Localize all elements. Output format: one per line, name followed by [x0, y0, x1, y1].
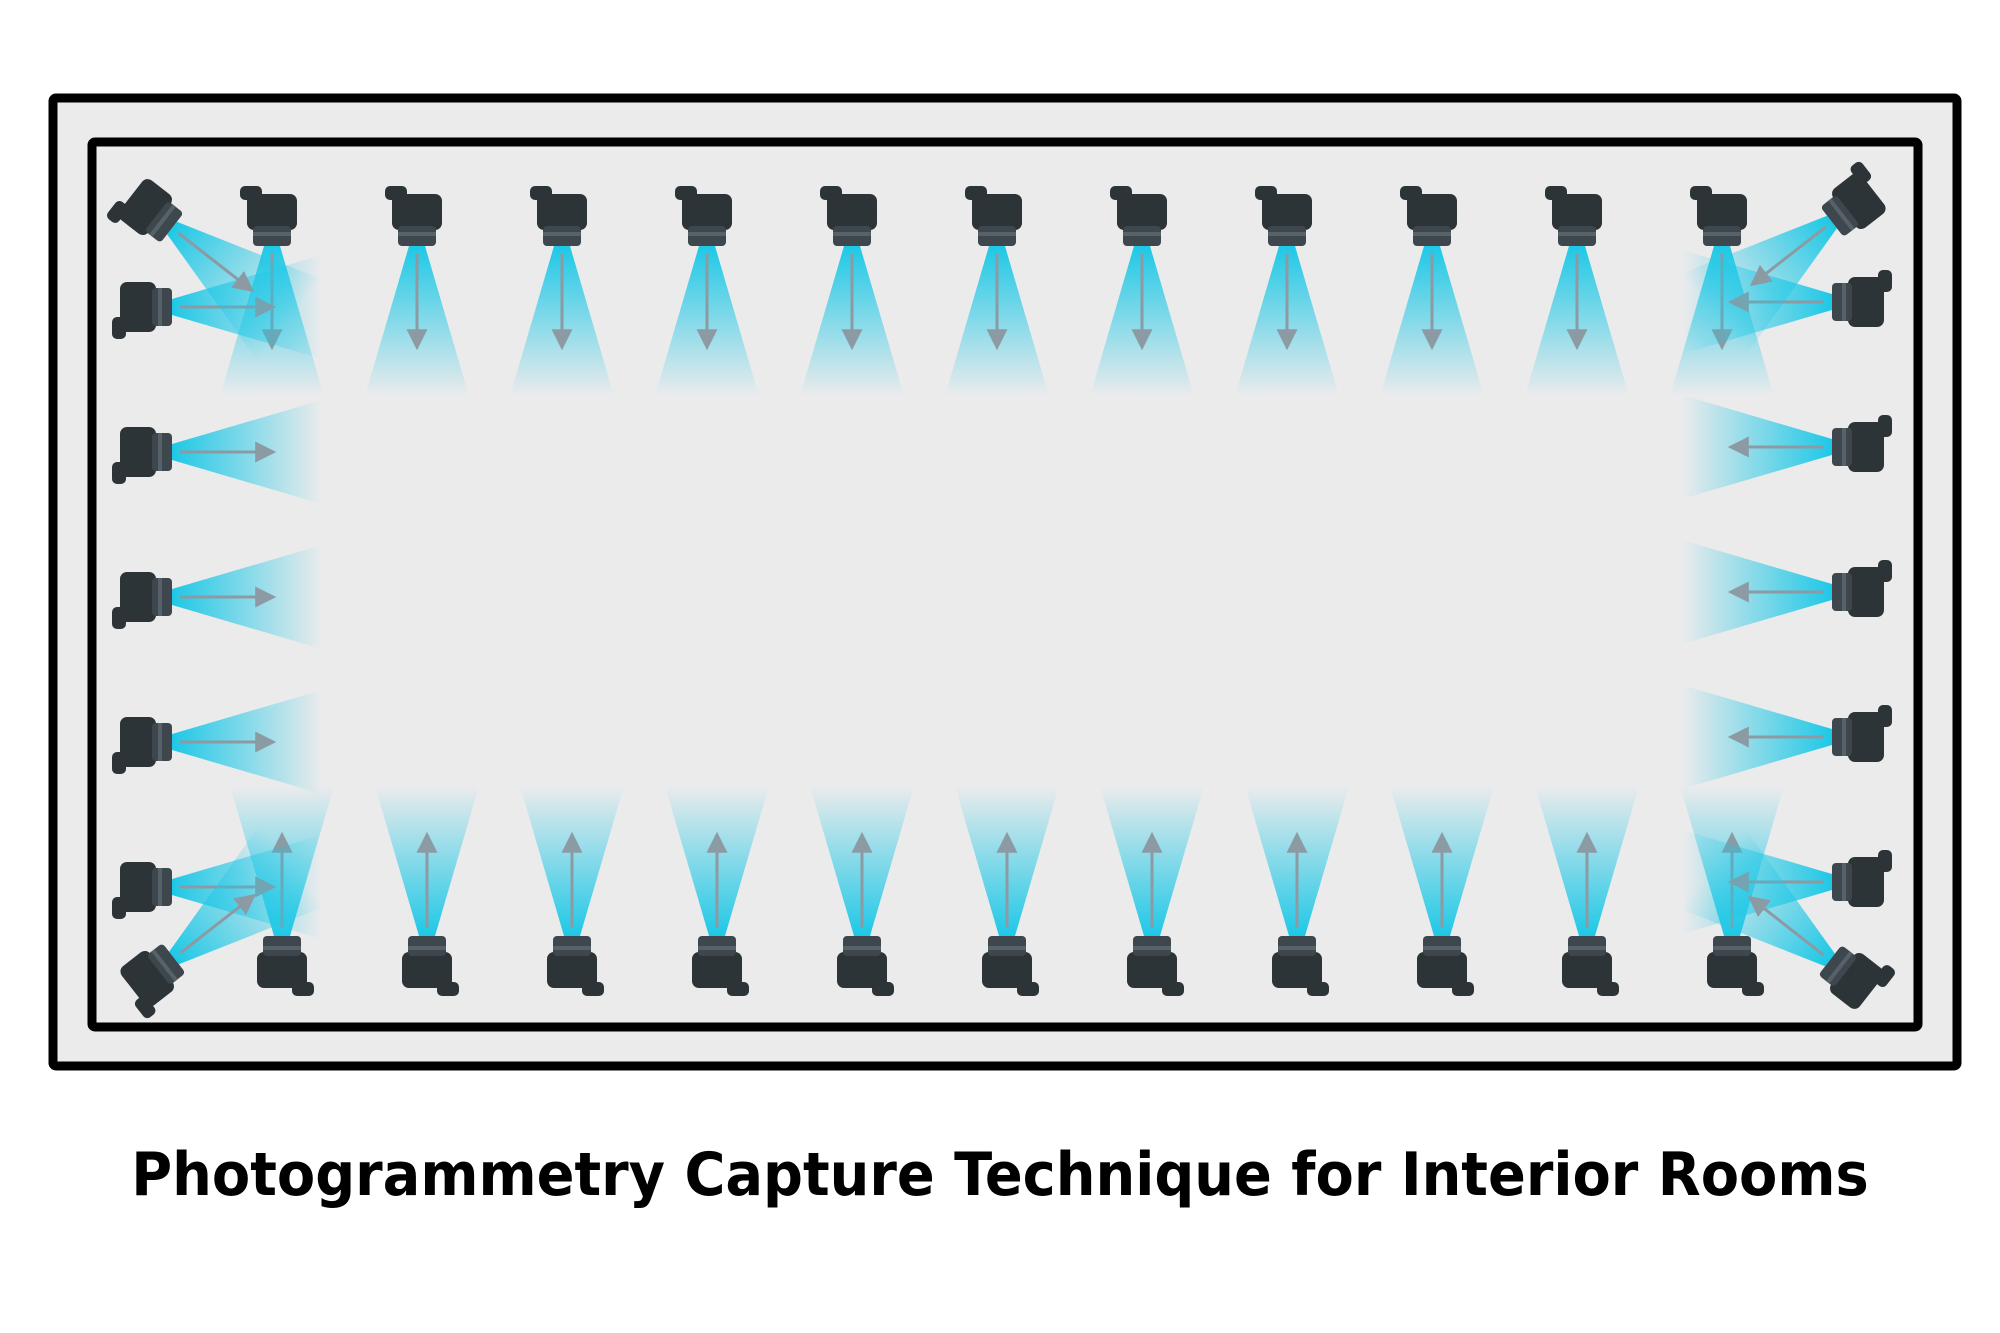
camera-icon — [1832, 560, 1892, 617]
camera-icon — [1255, 186, 1312, 246]
camera-left-3 — [112, 545, 322, 649]
camera-top-8 — [1235, 186, 1339, 396]
camera-right-2 — [1682, 395, 1892, 499]
camera-top-2 — [365, 186, 469, 396]
camera-bottom-9 — [1390, 786, 1494, 996]
camera-bottom-6 — [955, 786, 1059, 996]
camera-left-2 — [112, 400, 322, 504]
direction-arrow — [179, 893, 257, 955]
camera-icon — [1821, 161, 1886, 236]
camera-icon — [112, 282, 172, 339]
camera-icon — [120, 944, 185, 1019]
camera-icon — [692, 936, 749, 996]
camera-icon — [1545, 186, 1602, 246]
camera-bottom-4 — [665, 786, 769, 996]
direction-arrow — [1747, 895, 1825, 957]
camera-bottom-3 — [520, 786, 624, 996]
camera-icon — [1707, 936, 1764, 996]
camera-icon — [675, 186, 732, 246]
camera-bottom-8 — [1245, 786, 1349, 996]
camera-icon — [1832, 415, 1892, 472]
camera-icon — [1562, 936, 1619, 996]
camera-right-4 — [1682, 685, 1892, 789]
camera-icon — [107, 179, 183, 242]
camera-icon — [1400, 186, 1457, 246]
camera-right-3 — [1682, 540, 1892, 644]
camera-corner-bottom-right — [1679, 826, 1895, 1009]
camera-icon — [112, 427, 172, 484]
camera-icon — [530, 186, 587, 246]
camera-icon — [1819, 946, 1895, 1009]
camera-top-7 — [1090, 186, 1194, 396]
camera-icon — [1690, 186, 1747, 246]
camera-top-5 — [800, 186, 904, 396]
camera-icon — [1127, 936, 1184, 996]
camera-icon — [1417, 936, 1474, 996]
camera-icon — [112, 862, 172, 919]
camera-icon — [820, 186, 877, 246]
direction-arrow — [177, 231, 255, 293]
camera-top-10 — [1525, 186, 1629, 396]
camera-icon — [965, 186, 1022, 246]
camera-top-6 — [945, 186, 1049, 396]
camera-icon — [112, 717, 172, 774]
camera-icon — [257, 936, 314, 996]
camera-icon — [1110, 186, 1167, 246]
camera-corner-bottom-left — [120, 824, 325, 1019]
camera-icon — [385, 186, 442, 246]
camera-bottom-10 — [1535, 786, 1639, 996]
camera-left-4 — [112, 690, 322, 794]
camera-bottom-7 — [1100, 786, 1204, 996]
cameras-layer — [107, 161, 1895, 1019]
camera-icon — [1832, 850, 1892, 907]
camera-bottom-5 — [810, 786, 914, 996]
camera-icon — [1832, 705, 1892, 762]
direction-arrow — [1749, 225, 1827, 287]
camera-top-4 — [655, 186, 759, 396]
camera-bottom-2 — [375, 786, 479, 996]
camera-icon — [402, 936, 459, 996]
camera-icon — [547, 936, 604, 996]
camera-corner-top-left — [107, 179, 323, 362]
camera-icon — [1832, 270, 1892, 327]
camera-icon — [837, 936, 894, 996]
camera-icon — [1272, 936, 1329, 996]
diagram-caption: Photogrammetry Capture Technique for Int… — [131, 1140, 1869, 1210]
camera-icon — [982, 936, 1039, 996]
camera-icon — [240, 186, 297, 246]
camera-corner-top-right — [1681, 161, 1886, 356]
camera-icon — [112, 572, 172, 629]
camera-top-3 — [510, 186, 614, 396]
camera-top-9 — [1380, 186, 1484, 396]
